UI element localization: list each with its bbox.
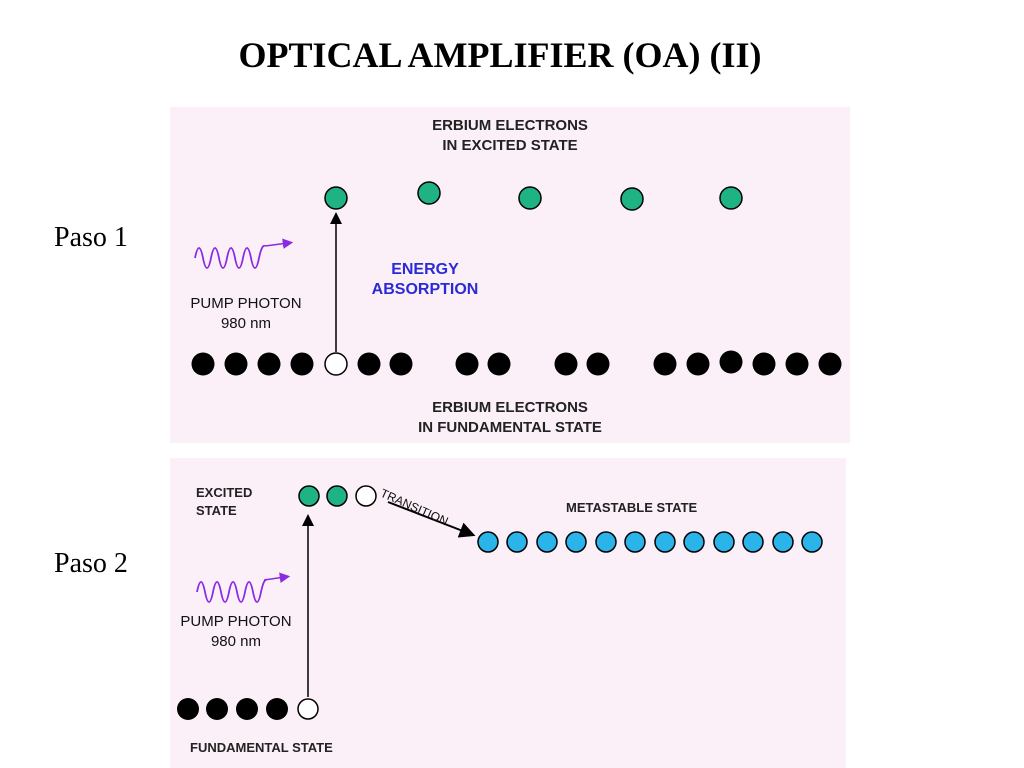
ground-electron	[266, 698, 288, 720]
pump-wavelength-text: 980 nm	[220, 315, 272, 332]
pump-wavelength-text: 980 nm	[210, 633, 262, 650]
fundamental-label-line-2: IN FUNDAMENTAL STATE	[418, 419, 602, 436]
metastable-electron	[595, 531, 617, 553]
ground-electron	[224, 352, 248, 376]
ground-vacancy	[297, 698, 319, 720]
ground-electron	[389, 352, 413, 376]
excited-electron	[298, 485, 320, 507]
energy-absorption-label: ENERGY ABSORPTION	[360, 260, 490, 300]
metastable-electron	[713, 531, 735, 553]
step-1-pump-photon-label: PUMP PHOTON 980 nm	[176, 294, 316, 334]
metastable-state-label: METASTABLE STATE	[566, 500, 698, 515]
metastable-electron	[742, 531, 764, 553]
ground-vacancy	[324, 352, 348, 376]
metastable-electron	[654, 531, 676, 553]
step-1-label: Paso 1	[54, 222, 128, 253]
excited-label-line-1: ERBIUM ELECTRONS	[432, 117, 588, 134]
excited-electron	[417, 181, 441, 205]
ground-electron	[206, 698, 228, 720]
step-1-panel	[170, 107, 850, 443]
step-2-pump-photon-label: PUMP PHOTON 980 nm	[166, 612, 306, 652]
ground-electron	[686, 352, 710, 376]
ground-electron	[752, 352, 776, 376]
ground-electron	[487, 352, 511, 376]
excited-vacancy	[355, 485, 377, 507]
excited-label-line-2: IN EXCITED STATE	[442, 137, 578, 154]
ground-electron	[653, 352, 677, 376]
ground-electron	[455, 352, 479, 376]
excited-state-line-1: EXCITED	[196, 485, 253, 500]
excited-electron	[326, 485, 348, 507]
ground-electron	[554, 352, 578, 376]
ground-electron	[719, 350, 743, 374]
absorption-line-2: ABSORPTION	[371, 281, 479, 298]
metastable-electron	[536, 531, 558, 553]
step-2-pump-photon-wave	[196, 572, 291, 603]
pump-photon-text: PUMP PHOTON	[190, 295, 302, 312]
metastable-electron	[801, 531, 823, 553]
ground-electron	[818, 352, 842, 376]
pump-photon-text: PUMP PHOTON	[180, 613, 292, 630]
excited-state-line-2: STATE	[196, 503, 237, 518]
metastable-electron	[772, 531, 794, 553]
metastable-electron	[506, 531, 528, 553]
absorption-line-1: ENERGY	[391, 261, 459, 278]
step-1-ground-electrons	[191, 350, 842, 376]
step-2-ground-electrons	[177, 698, 319, 720]
step-1-fundamental-label: ERBIUM ELECTRONS IN FUNDAMENTAL STATE	[380, 398, 640, 438]
excited-electron	[324, 186, 348, 210]
excited-electron	[620, 187, 644, 211]
ground-electron	[177, 698, 199, 720]
metastable-electron	[565, 531, 587, 553]
ground-electron	[290, 352, 314, 376]
ground-electron	[357, 352, 381, 376]
step-1-excited-electrons	[324, 181, 743, 211]
excited-electron	[719, 186, 743, 210]
ground-electron	[785, 352, 809, 376]
metastable-electron	[683, 531, 705, 553]
metastable-electron	[624, 531, 646, 553]
fundamental-label-line-1: ERBIUM ELECTRONS	[432, 399, 588, 416]
metastable-electron	[477, 531, 499, 553]
ground-electron	[586, 352, 610, 376]
ground-electron	[257, 352, 281, 376]
step-2-label: Paso 2	[54, 548, 128, 579]
fundamental-state-label: FUNDAMENTAL STATE	[190, 740, 333, 755]
step-2-excited-electrons	[298, 485, 377, 507]
ground-electron	[236, 698, 258, 720]
step-2-excited-label: EXCITED STATE	[196, 484, 252, 520]
slide-title: OPTICAL AMPLIFIER (OA) (II)	[238, 35, 762, 75]
step-2-metastable-electrons	[477, 531, 823, 553]
step-1-pump-photon-wave	[194, 238, 294, 269]
ground-electron	[191, 352, 215, 376]
excited-electron	[518, 186, 542, 210]
transition-arrow	[387, 501, 476, 538]
step-1-excited-label: ERBIUM ELECTRONS IN EXCITED STATE	[380, 116, 640, 156]
